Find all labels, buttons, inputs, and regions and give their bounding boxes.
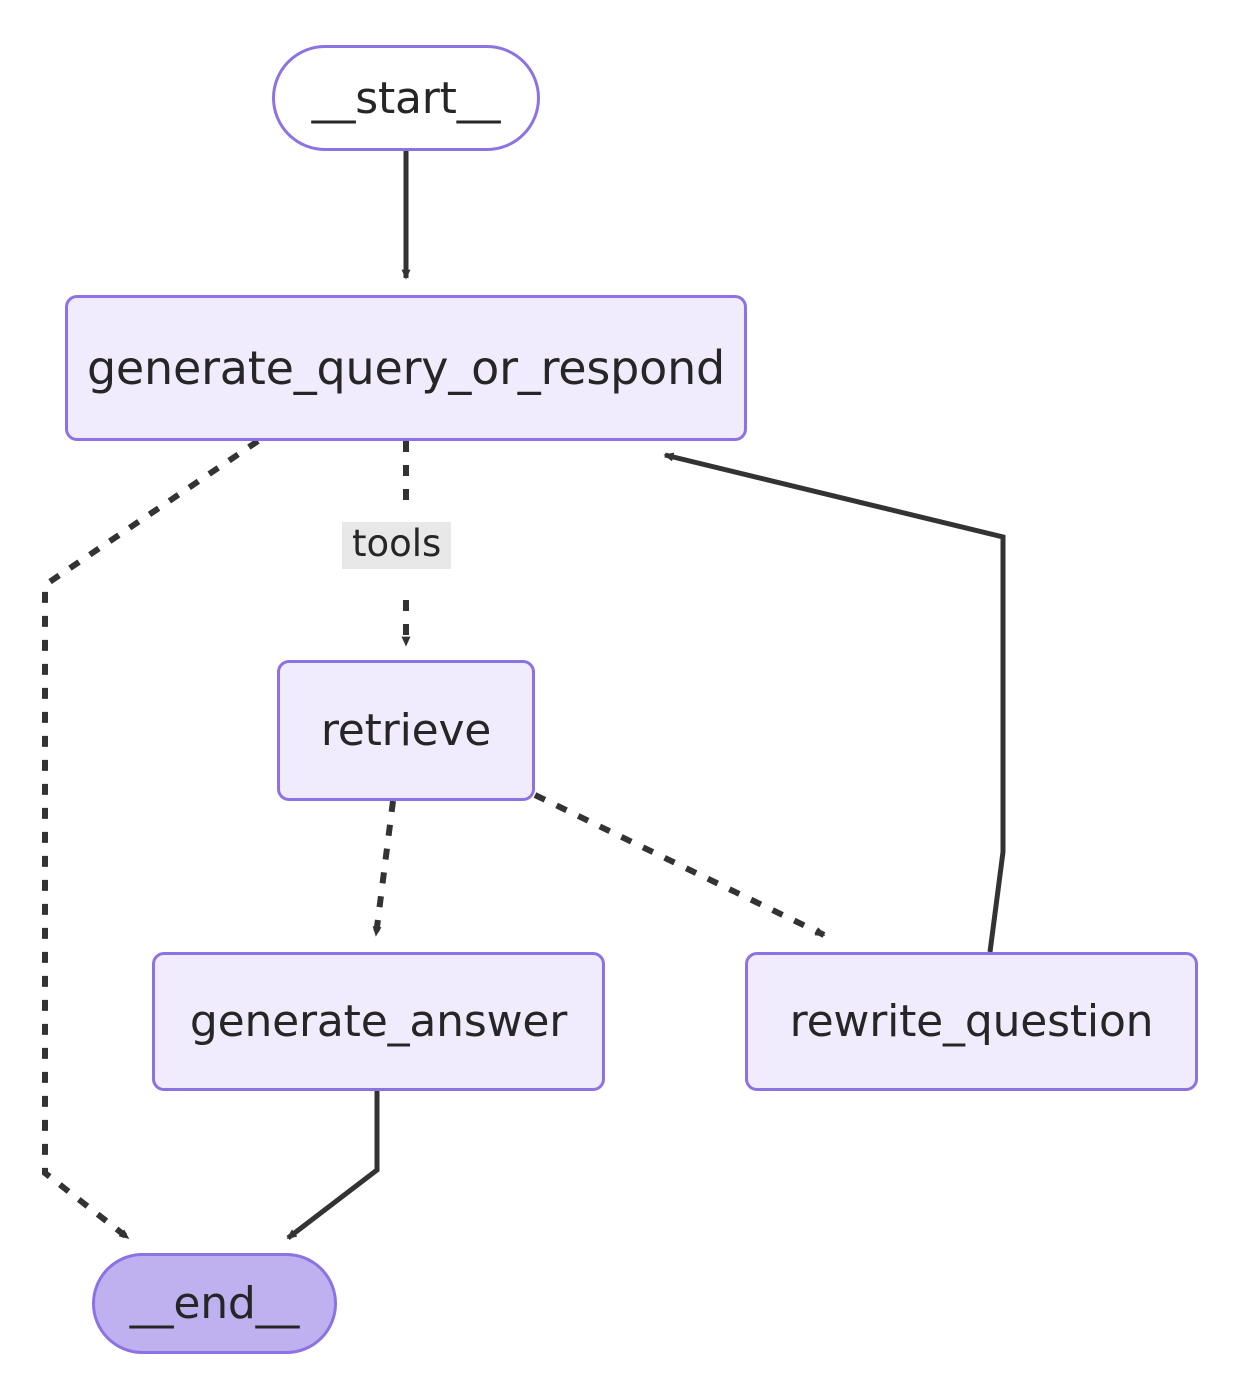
node-rewrite-question[interactable]: rewrite_question <box>745 952 1198 1091</box>
edge-generate-query-to-end <box>42 438 260 1241</box>
node-generate-answer[interactable]: generate_answer <box>152 952 605 1091</box>
node-start[interactable]: __start__ <box>272 45 540 151</box>
edge-generate-answer-to-end <box>286 1091 380 1240</box>
node-retrieve[interactable]: retrieve <box>277 660 535 801</box>
edge-rewrite-to-generate-query <box>663 452 1006 953</box>
node-generate-query-or-respond[interactable]: generate_query_or_respond <box>65 295 747 441</box>
edge-retrieve-to-rewrite <box>533 792 826 938</box>
node-end[interactable]: __end__ <box>92 1253 337 1354</box>
edge-label-tools: tools <box>342 522 452 569</box>
edge-retrieve-to-generate-answer <box>372 800 396 937</box>
